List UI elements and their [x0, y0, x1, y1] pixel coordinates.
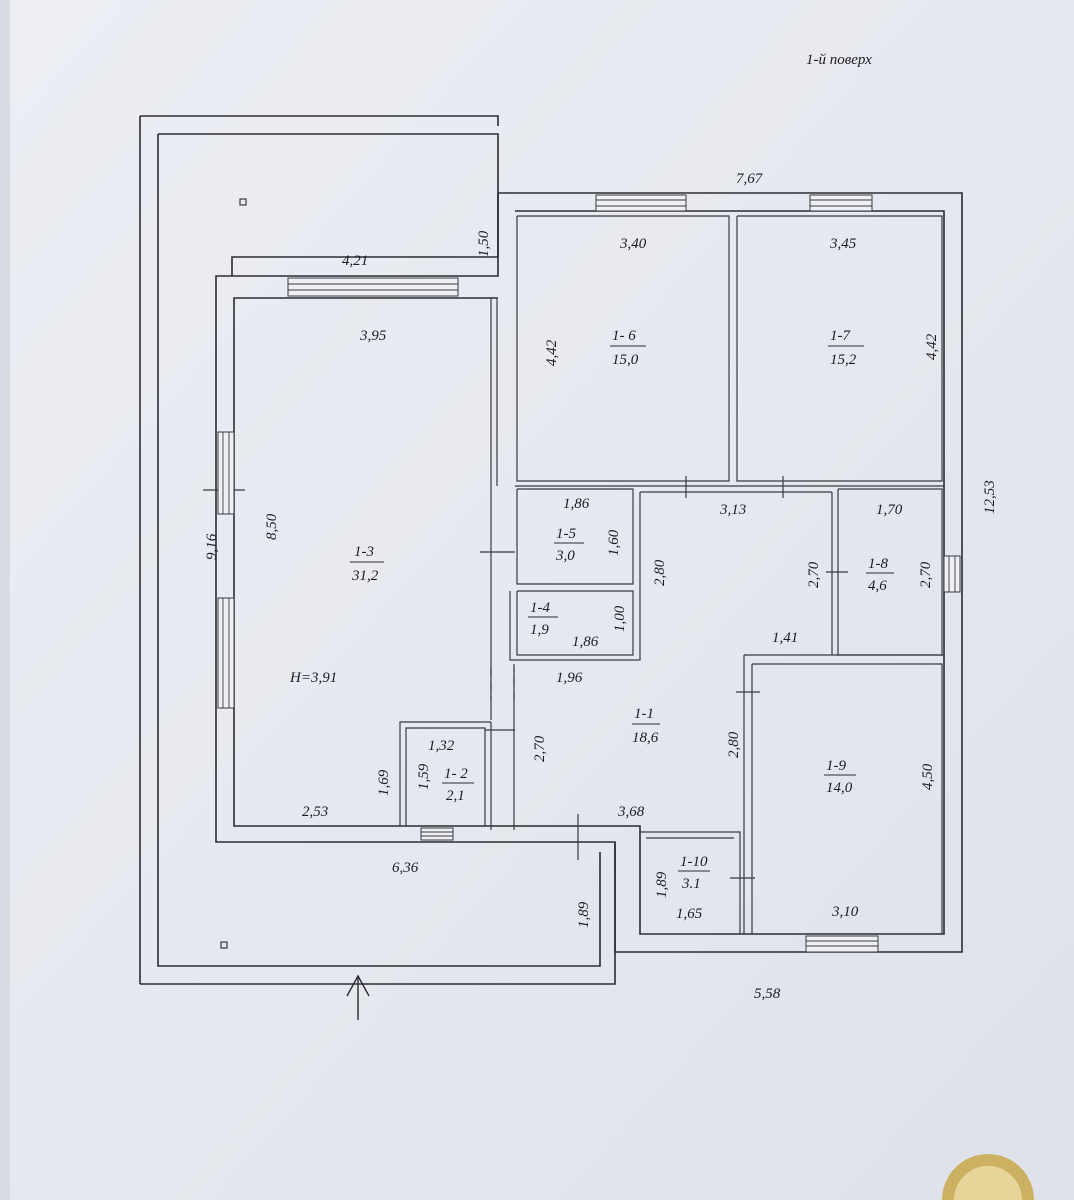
floor-title: 1-й поверх [806, 52, 872, 68]
room-area: 2,1 [446, 788, 465, 804]
dim-terrace-width: 4,21 [342, 253, 368, 269]
room-1-10: 1,89 1,65 1-10 3.1 [654, 854, 710, 922]
room-1-6: 3,40 4,42 1- 6 15,0 [544, 236, 647, 368]
dim: 2,53 [302, 804, 328, 820]
dim: 1,00 [612, 605, 628, 632]
page-edge-shadow [0, 0, 10, 1200]
dim: 2,80 [726, 731, 742, 758]
window-room-1-7 [809, 194, 873, 212]
room-1-2: 1,32 1,59 1,69 1- 2 2,1 [376, 738, 474, 804]
window-left-lower [217, 597, 235, 709]
dim: 1,65 [676, 906, 703, 922]
room-1-7: 3,45 4,42 1-7 15,2 [828, 236, 940, 368]
dim: 4,50 [920, 763, 936, 790]
entrance-arrow-icon [346, 974, 370, 1020]
dim-bottom-left: 6,36 [392, 860, 419, 876]
room-id: 1-7 [830, 328, 851, 344]
outer-walls [139, 115, 963, 985]
room-area: 14,0 [826, 780, 853, 796]
dim: 2,80 [652, 559, 668, 586]
dim: 1,60 [606, 529, 622, 556]
dim: 2,70 [532, 735, 548, 762]
dim: 1,86 [572, 634, 599, 650]
ceiling-height: H=3,91 [289, 670, 337, 686]
dim: 1,41 [772, 630, 798, 646]
room-1-3: 3,95 8,50 2,53 1-3 31,2 H=3,91 [264, 328, 387, 820]
room-id: 1- 2 [444, 766, 468, 782]
dim-right-depth: 12,53 [982, 480, 998, 514]
room-id: 1-5 [556, 526, 576, 542]
room-1-4: 1,00 1,86 1-4 1,9 [528, 600, 628, 650]
window-room-1-6 [595, 194, 687, 212]
window-room-1-9 [805, 935, 879, 953]
room-1-1: 3,13 2,80 2,70 1,41 2,80 1,96 2,70 3,68 … [532, 502, 822, 820]
dim: 4,42 [544, 339, 560, 366]
dim: 4,42 [924, 333, 940, 360]
room-area: 15,2 [830, 352, 857, 368]
window-room-1-2 [420, 827, 454, 841]
dim: 1,96 [556, 670, 583, 686]
room-area: 1,9 [530, 622, 549, 638]
dim: 3,10 [831, 904, 859, 920]
dim: 2,70 [806, 561, 822, 588]
windows [217, 194, 961, 953]
dim: 8,50 [264, 513, 280, 540]
dim-top-width: 7,67 [736, 171, 764, 187]
corner-badge-icon [942, 1154, 1034, 1200]
column-marker-bottom [220, 941, 228, 949]
room-id: 1-8 [868, 556, 888, 572]
dim: 1,59 [416, 763, 432, 790]
dim-terrace-depth: 1,50 [476, 230, 492, 257]
room-id: 1-1 [634, 706, 654, 722]
room-1-5: 1,86 1,60 1-5 3,0 [554, 496, 622, 564]
dim: 1,89 [654, 871, 670, 898]
room-id: 1-4 [530, 600, 550, 616]
room-1-8: 1,70 2,70 1-8 4,6 [866, 502, 934, 594]
room-1-9: 4,50 3,10 1-9 14,0 [824, 758, 936, 920]
interior-walls [203, 215, 944, 934]
dim: 1,32 [428, 738, 455, 754]
dim-porch-depth: 1,89 [576, 901, 592, 928]
dim-bottom-right: 5,58 [754, 986, 781, 1002]
dim-left-depth: 9,16 [204, 533, 220, 560]
room-id: 1- 6 [612, 328, 636, 344]
room-area: 18,6 [632, 730, 659, 746]
room-area: 4,6 [868, 578, 887, 594]
dim: 3,40 [619, 236, 647, 252]
window-left-upper [217, 431, 235, 515]
room-area: 15,0 [612, 352, 639, 368]
room-area: 3.1 [681, 876, 701, 892]
dim: 3,68 [617, 804, 645, 820]
dim: 3,95 [359, 328, 387, 344]
dim: 1,69 [376, 769, 392, 796]
room-area: 31,2 [351, 568, 379, 584]
room-area: 3,0 [555, 548, 575, 564]
dim: 3,13 [719, 502, 746, 518]
room-id: 1-10 [680, 854, 708, 870]
dim: 2,70 [918, 561, 934, 588]
dim: 1,86 [563, 496, 590, 512]
column-marker-top [239, 198, 247, 206]
window-room-1-8 [943, 555, 961, 593]
room-id: 1-9 [826, 758, 846, 774]
dim: 3,45 [829, 236, 857, 252]
dim: 1,70 [876, 502, 903, 518]
room-id: 1-3 [354, 544, 374, 560]
window-top-left [287, 277, 459, 297]
